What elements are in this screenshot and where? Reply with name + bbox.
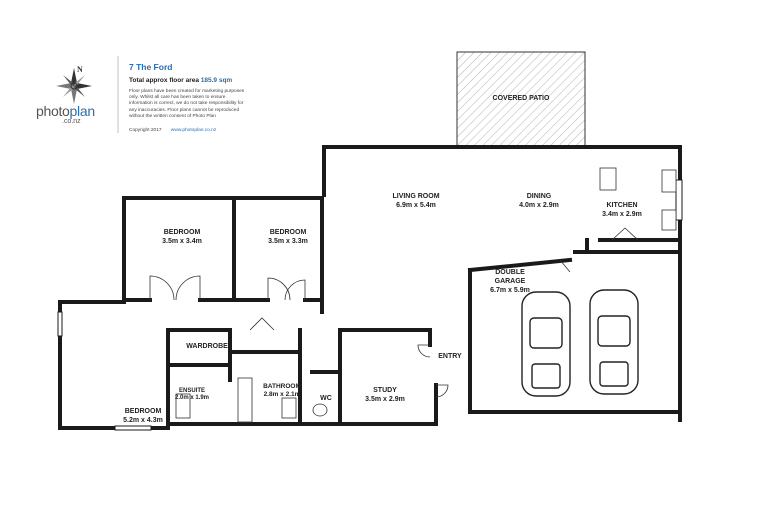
covered-patio-label: COVERED PATIO <box>493 95 550 102</box>
wardrobe-label: WARDROBE <box>186 343 228 350</box>
bathroom-label: BATHROOM <box>263 383 301 390</box>
floor-area-value: 185.9 sqm <box>200 77 233 84</box>
listing-info: 7 The Ford Total approx floor area 185.9… <box>117 56 269 134</box>
master-bedroom-label: BEDROOM <box>125 408 162 415</box>
property-address: 7 The Ford <box>129 62 173 72</box>
logo-word-photo: photo <box>36 103 70 119</box>
photoplan-logo: N <box>36 64 116 111</box>
windows <box>57 179 683 431</box>
entry-label: ENTRY <box>438 353 462 360</box>
disclaimer-text: Floor plans have been created for market… <box>129 89 245 119</box>
study-label: STUDY <box>373 387 397 394</box>
study-dims: 3.5m x 2.9m <box>365 396 405 403</box>
logo-word-plan: plan <box>69 103 96 119</box>
walls <box>58 145 682 430</box>
bedroom-1-dims: 3.5m x 3.4m <box>162 238 202 245</box>
copyright-text: Copyright 2017 <box>129 128 162 134</box>
compass-icon: N <box>56 65 92 104</box>
floor-area-label: Total approx floor area <box>129 77 199 84</box>
compass-north-label: N <box>77 65 83 74</box>
logo-wordmark: photoplan <box>36 103 95 119</box>
bedroom-2-label: BEDROOM <box>270 229 307 236</box>
bathroom-dims: 2.8m x 2.1m <box>264 391 301 398</box>
parked-cars <box>521 289 639 397</box>
living-room-dims: 6.9m x 5.4m <box>396 202 436 209</box>
bedroom-1-label: BEDROOM <box>164 229 201 236</box>
dining-dims: 4.0m x 2.9m <box>519 202 559 209</box>
fixtures <box>175 167 677 423</box>
website-link[interactable]: www.photoplan.co.nz <box>170 128 217 134</box>
wc-label: WC <box>320 395 332 402</box>
covered-patio-area <box>456 51 586 147</box>
garage-dims: 6.7m x 5.9m <box>490 287 530 294</box>
ensuite-dims: 2.0m x 1.9m <box>175 395 209 401</box>
living-room-label: LIVING ROOM <box>392 193 439 200</box>
logo-domain: .co.nz <box>62 118 81 125</box>
bedroom-2-dims: 3.5m x 3.3m <box>268 238 308 245</box>
kitchen-label: KITCHEN <box>606 202 637 209</box>
dining-label: DINING <box>527 193 552 200</box>
footer-row: Copyright 2017 www.photoplan.co.nz <box>129 128 269 133</box>
kitchen-dims: 3.4m x 2.9m <box>602 211 642 218</box>
ensuite-label: ENSUITE <box>179 388 205 394</box>
garage-label-line1: DOUBLE <box>495 269 525 276</box>
floor-area-row: Total approx floor area 185.9 sqm <box>129 77 269 84</box>
door-swings <box>149 227 639 398</box>
garage-label-line2: GARAGE <box>495 278 526 285</box>
master-bedroom-dims: 5.2m x 4.3m <box>123 417 163 424</box>
